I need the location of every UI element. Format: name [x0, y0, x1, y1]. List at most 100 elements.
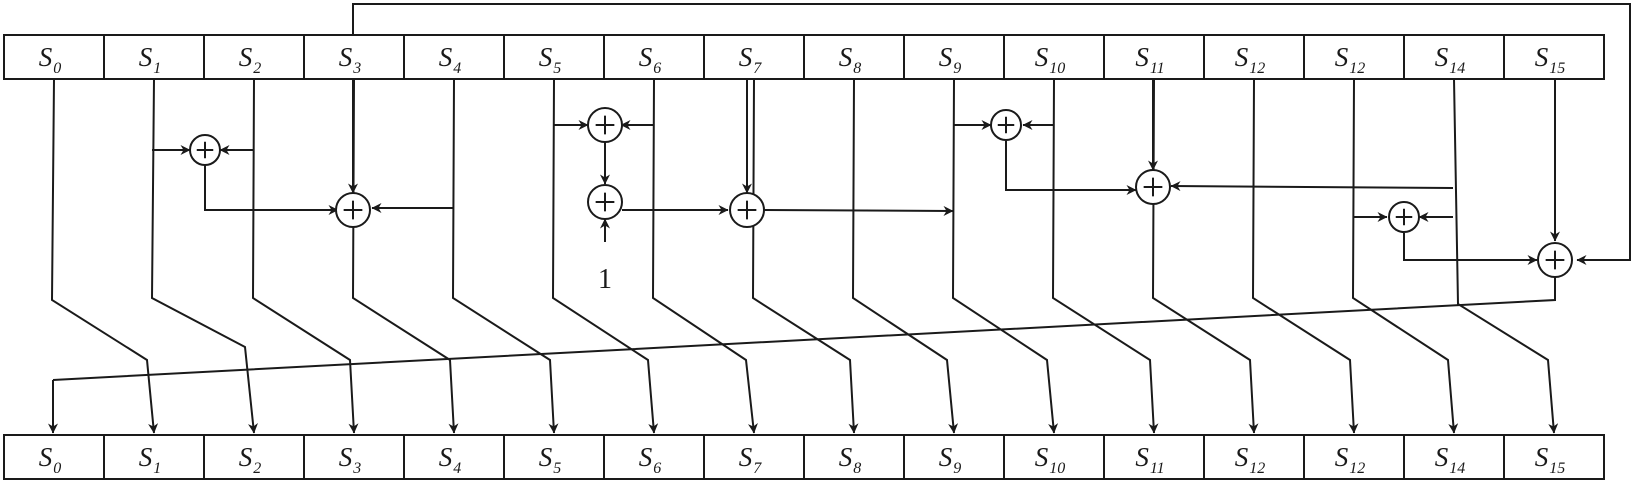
bottom-register-cell-label: S12 — [1335, 442, 1366, 477]
top-register-cell-15: S15 — [1503, 34, 1605, 80]
bottom-register-cell-2: S2 — [203, 434, 305, 480]
bottom-register-cell-5: S5 — [503, 434, 605, 480]
bottom-register-cell-label: S1 — [139, 442, 162, 477]
permutation-wire-6 — [651, 78, 758, 434]
bottom-register-row: S0 S1 S2 S3 S4 S5 S6 S7 S8 S9 S10 S11 S12 S12 S14 S15 — [3, 434, 1605, 480]
xor-gate-7 — [1135, 169, 1171, 205]
permutation-wire-7 — [751, 78, 859, 434]
bottom-register-cell-label: S2 — [239, 442, 262, 477]
top-register-cell-0: S0 — [3, 34, 105, 80]
top-register-cell-7: S7 — [703, 34, 805, 80]
top-register-cell-label: S4 — [439, 42, 462, 77]
top-register-cell-label: S0 — [39, 42, 62, 77]
xor-gate-9 — [1537, 242, 1573, 278]
bottom-register-cell-11: S11 — [1103, 434, 1205, 480]
permutation-wire-14 — [1453, 78, 1559, 434]
bottom-register-cell-12: S12 — [1203, 434, 1305, 480]
top-register-cell-6: S6 — [603, 34, 705, 80]
bottom-register-cell-15: S15 — [1503, 434, 1605, 480]
top-register-cell-label: S10 — [1035, 42, 1066, 77]
permutation-wire-0 — [50, 78, 159, 434]
permutation-wire-3 — [351, 78, 459, 434]
top-register-cell-13: S12 — [1303, 34, 1405, 80]
g5-to-s9 — [763, 205, 954, 216]
top-register-cell-12: S12 — [1203, 34, 1305, 80]
top-register-cell-14: S14 — [1403, 34, 1505, 80]
tap-s14-to-g7 — [1170, 181, 1454, 192]
top-register-cell-label: S1 — [139, 42, 162, 77]
top-register-cell-4: S4 — [403, 34, 505, 80]
constant-one-label: 1 — [598, 264, 612, 295]
g8-to-g9 — [1403, 233, 1538, 265]
bottom-register-cell-8: S8 — [803, 434, 905, 480]
xor-gate-3 — [587, 107, 623, 143]
bottom-register-cell-label: S3 — [339, 442, 362, 477]
xor-gate-8 — [1388, 201, 1420, 233]
bottom-register-cell-label: S12 — [1235, 442, 1266, 477]
top-register-cell-label: S8 — [839, 42, 862, 77]
bottom-register-cell-label: S14 — [1435, 442, 1466, 477]
permutation-wire-2 — [251, 78, 359, 434]
bottom-register-cell-label: S4 — [439, 442, 462, 477]
top-register-cell-label: S3 — [339, 42, 362, 77]
bottom-register-cell-0: S0 — [3, 434, 105, 480]
bottom-register-cell-label: S6 — [639, 442, 662, 477]
permutation-wire-4 — [451, 78, 559, 434]
bottom-register-cell-label: S9 — [939, 442, 962, 477]
top-register-cell-label: S7 — [739, 42, 763, 77]
bottom-register-cell-1: S1 — [103, 434, 205, 480]
xor-gates — [189, 107, 1573, 278]
top-register-cell-label: S12 — [1335, 42, 1366, 77]
top-register-cell-label: S5 — [539, 42, 562, 77]
top-register-cell-label: S6 — [639, 42, 662, 77]
xor-gate-6 — [990, 109, 1022, 141]
bottom-register-cell-label: S5 — [539, 442, 562, 477]
top-register-cell-11: S11 — [1103, 34, 1205, 80]
bottom-register-cell-label: S11 — [1135, 442, 1164, 477]
top-register-cell-8: S8 — [803, 34, 905, 80]
permutation-wire-8 — [851, 78, 959, 434]
top-register-cell-3: S3 — [303, 34, 405, 80]
permutation-wire-5 — [551, 78, 659, 434]
top-register-cell-label: S11 — [1135, 42, 1164, 77]
bottom-register-cell-label: S8 — [839, 442, 862, 477]
top-register-cell-label: S14 — [1435, 42, 1466, 77]
bottom-register-cell-10: S10 — [1003, 434, 1105, 480]
bottom-register-cell-4: S4 — [403, 434, 505, 480]
bottom-register-cell-6: S6 — [603, 434, 705, 480]
bottom-register-cell-9: S9 — [903, 434, 1005, 480]
top-register-cell-9: S9 — [903, 34, 1005, 80]
top-register-cell-label: S15 — [1535, 42, 1566, 77]
xor-gate-2 — [335, 192, 371, 228]
permutation-wire-12 — [1251, 78, 1359, 434]
g1-to-g2 — [204, 165, 339, 215]
bottom-register-cell-14: S14 — [1403, 434, 1505, 480]
top-register-cell-1: S1 — [103, 34, 205, 80]
top-register-cell-label: S2 — [239, 42, 262, 77]
xor-gate-4 — [587, 184, 623, 220]
top-register-cell-10: S10 — [1003, 34, 1105, 80]
top-register-cell-label: S12 — [1235, 42, 1266, 77]
connection-wires — [48, 3, 1631, 434]
bottom-register-cell-13: S12 — [1303, 434, 1405, 480]
xor-gate-1 — [189, 134, 221, 166]
permutation-wire-1 — [150, 78, 258, 434]
g6-to-g7 — [1005, 141, 1137, 195]
feedback-wire — [52, 270, 1556, 381]
bottom-register-cell-label: S0 — [39, 442, 62, 477]
top-register-row: S0 S1 S2 S3 S4 S5 S6 S7 S8 S9 S10 S11 S12 S12 S14 S15 — [3, 34, 1605, 80]
bottom-register-cell-3: S3 — [303, 434, 405, 480]
top-register-cell-label: S9 — [939, 42, 962, 77]
top-register-cell-2: S2 — [203, 34, 305, 80]
permutation-wire-13 — [1351, 78, 1459, 434]
bottom-register-cell-label: S7 — [739, 442, 763, 477]
bottom-register-cell-label: S15 — [1535, 442, 1566, 477]
xor-gate-5 — [729, 192, 765, 228]
loop-wire — [352, 3, 1631, 265]
bottom-register-cell-label: S10 — [1035, 442, 1066, 477]
top-register-cell-5: S5 — [503, 34, 605, 80]
permutation-wire-11 — [1151, 78, 1259, 434]
permutation-wire-10 — [1051, 78, 1159, 434]
bottom-register-cell-7: S7 — [703, 434, 805, 480]
